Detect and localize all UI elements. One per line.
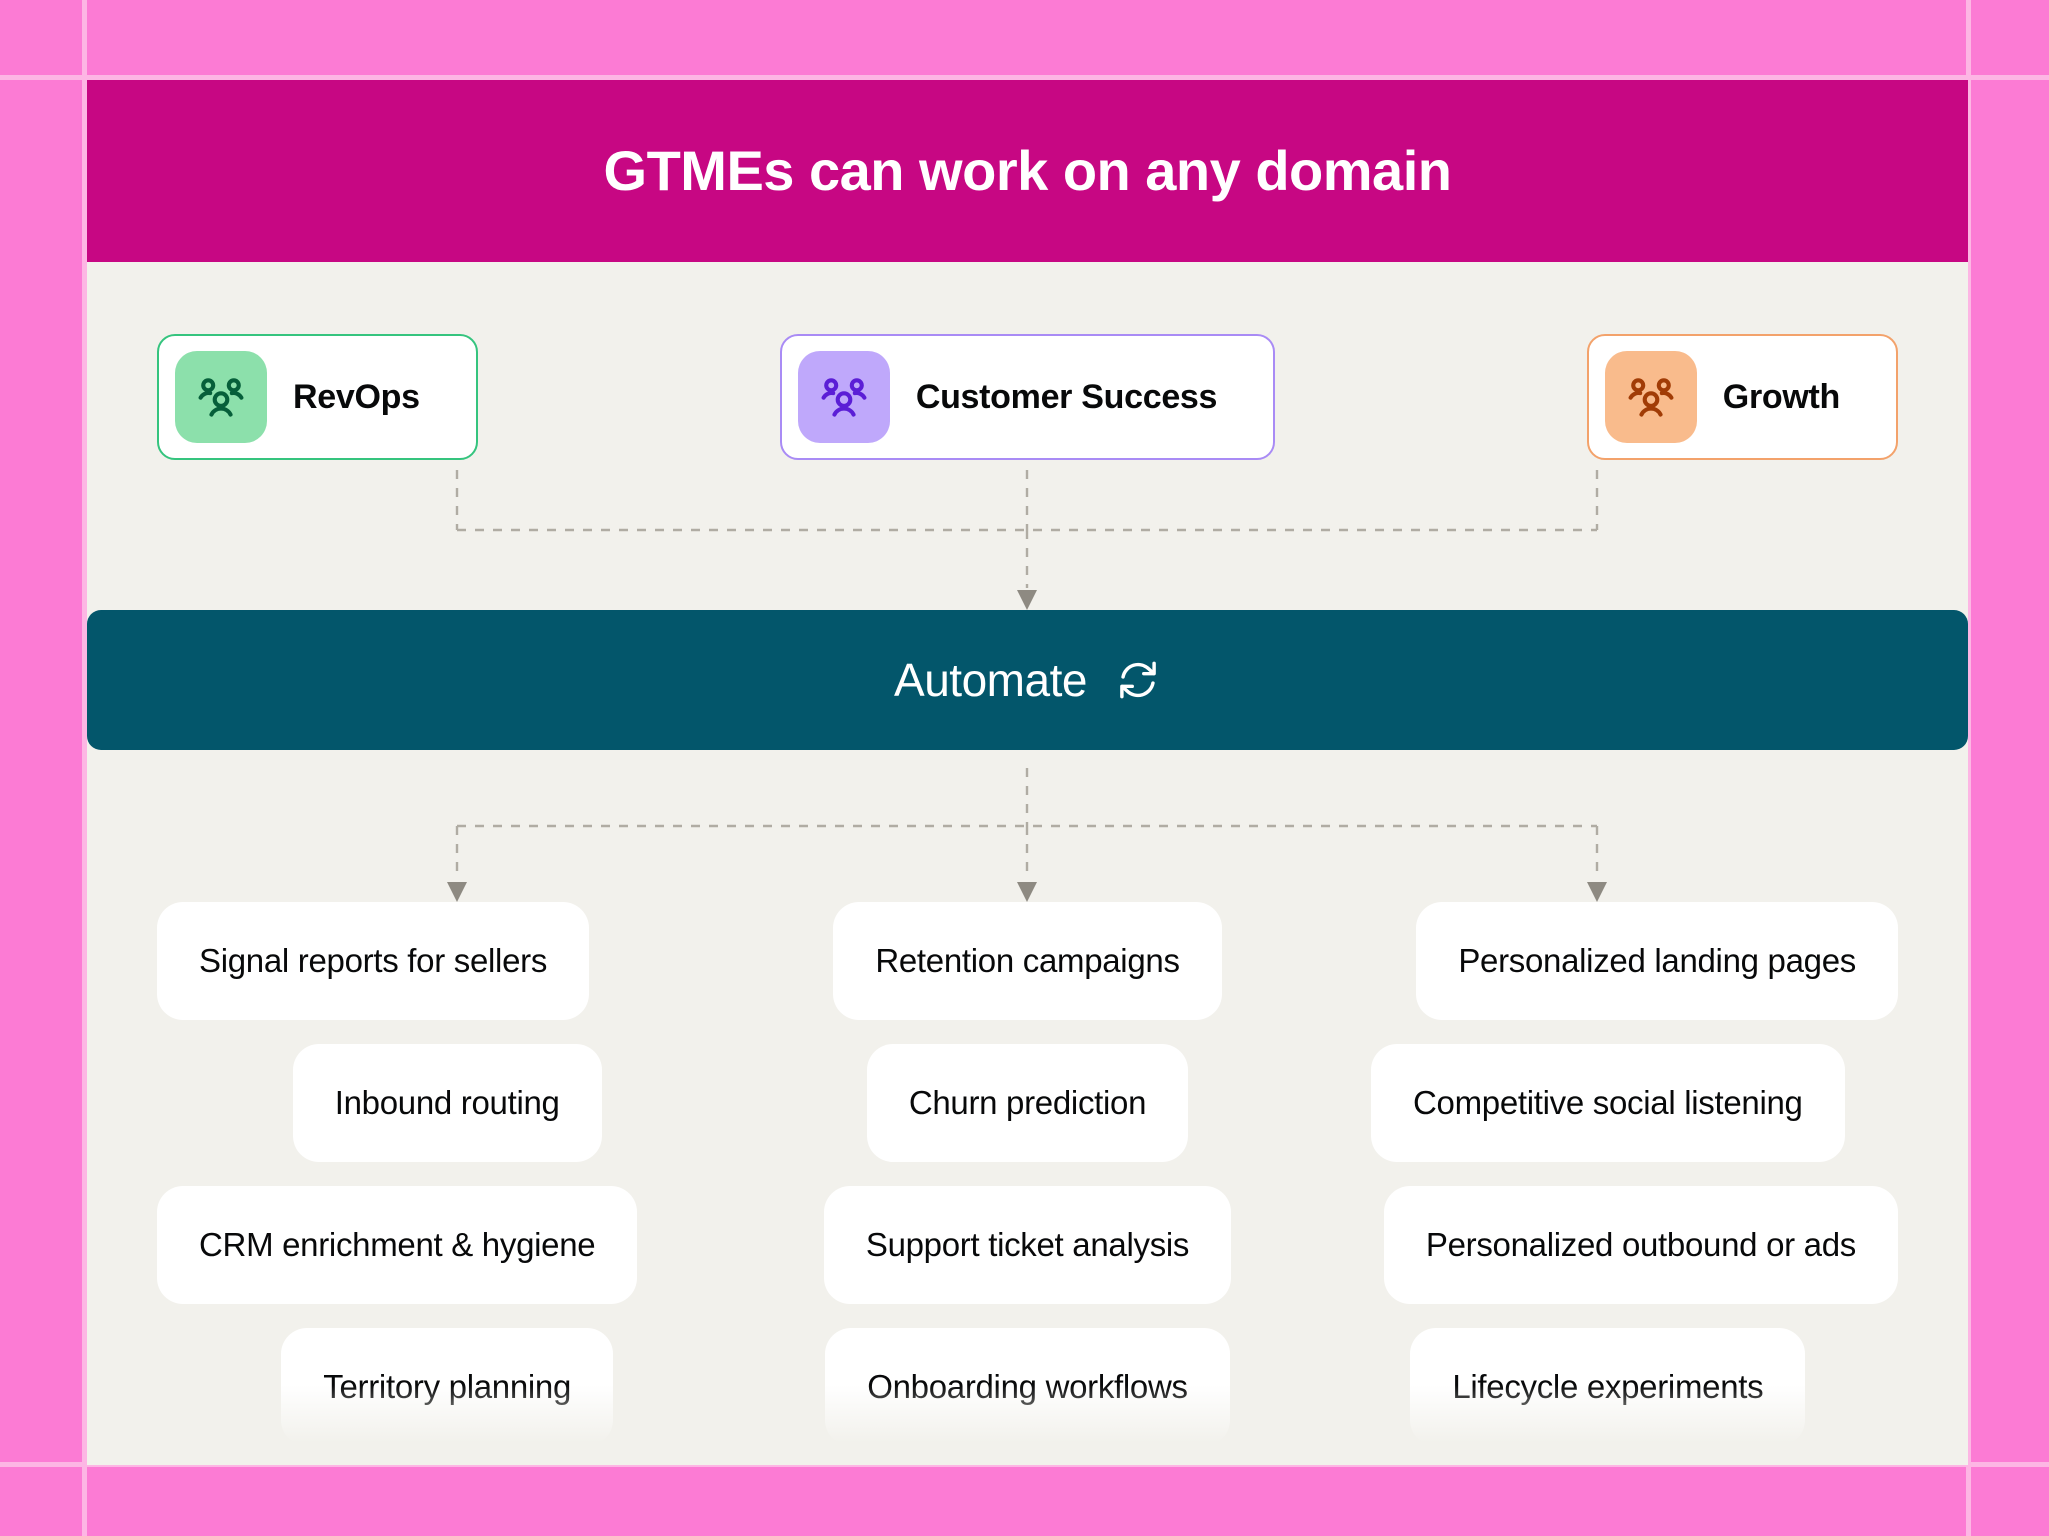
- gridline-horizontal-top: [0, 75, 2049, 80]
- output-card-label: Personalized outbound or ads: [1425, 1226, 1856, 1263]
- output-card[interactable]: Support ticket analysis: [823, 1186, 1232, 1304]
- output-card[interactable]: Personalized outbound or ads: [1383, 1186, 1898, 1304]
- domain-card-label: Customer Success: [915, 377, 1218, 416]
- output-card[interactable]: Inbound routing: [292, 1044, 602, 1162]
- output-card[interactable]: Onboarding workflows: [825, 1328, 1230, 1446]
- refresh-sync-icon: [1115, 657, 1161, 703]
- output-card[interactable]: Competitive social listening: [1371, 1044, 1845, 1162]
- gridline-vertical-right: [1966, 0, 1971, 1536]
- connector-automate-to-outputs: [447, 768, 1607, 902]
- users-three-icon: [797, 351, 890, 443]
- automate-bar[interactable]: Automate: [87, 610, 1968, 750]
- output-card-label: Territory planning: [323, 1368, 572, 1405]
- panel-header: GTMEs can work on any domain: [87, 80, 1968, 262]
- output-card[interactable]: Churn prediction: [866, 1044, 1189, 1162]
- output-card-label: Churn prediction: [908, 1084, 1147, 1121]
- domain-card-label: Growth: [1722, 377, 1840, 416]
- output-card[interactable]: CRM enrichment & hygiene: [157, 1186, 638, 1304]
- users-three-icon: [1604, 351, 1697, 443]
- output-card[interactable]: Territory planning: [281, 1328, 614, 1446]
- output-card[interactable]: Signal reports for sellers: [157, 902, 590, 1020]
- arrowhead-down-icon: [1017, 590, 1037, 610]
- gridline-vertical-left: [82, 0, 87, 1536]
- output-card[interactable]: Lifecycle experiments: [1410, 1328, 1806, 1446]
- output-card-label: Signal reports for sellers: [199, 942, 548, 979]
- output-card[interactable]: Retention campaigns: [833, 902, 1222, 1020]
- domain-card-row: RevOps Customer Suc: [157, 334, 1898, 460]
- domain-card-label: RevOps: [293, 377, 420, 416]
- domain-card-customer-success[interactable]: Customer Success: [779, 334, 1276, 460]
- output-card-label: Support ticket analysis: [865, 1226, 1190, 1263]
- users-three-icon: [175, 351, 267, 443]
- arrowhead-down-icon: [1587, 882, 1607, 902]
- domain-card-revops[interactable]: RevOps: [157, 334, 478, 460]
- automate-label: Automate: [894, 654, 1087, 706]
- outputs-grid: Signal reports for sellers Inbound routi…: [157, 902, 1898, 1465]
- output-card-label: CRM enrichment & hygiene: [199, 1226, 596, 1263]
- connector-domains-to-automate: [455, 470, 1599, 610]
- outputs-column-revops: Signal reports for sellers Inbound routi…: [157, 902, 737, 1465]
- panel-body: RevOps Customer Suc: [87, 262, 1968, 1465]
- output-card-label: Onboarding workflows: [867, 1368, 1188, 1405]
- output-card-label: Retention campaigns: [875, 942, 1180, 979]
- domain-column-customer-success: Customer Success: [737, 334, 1317, 460]
- output-card-label: Competitive social listening: [1413, 1084, 1803, 1121]
- arrowhead-down-icon: [1017, 882, 1037, 902]
- arrowhead-down-icon: [447, 882, 467, 902]
- output-card[interactable]: Personalized landing pages: [1416, 902, 1898, 1020]
- domain-column-revops: RevOps: [157, 334, 737, 460]
- page-title: GTMEs can work on any domain: [603, 139, 1452, 202]
- output-card-label: Lifecycle experiments: [1452, 1368, 1764, 1405]
- domain-card-growth[interactable]: Growth: [1586, 334, 1898, 460]
- outputs-column-customer-success: Retention campaigns Churn prediction Sup…: [737, 902, 1317, 1465]
- output-card-label: Personalized landing pages: [1458, 942, 1856, 979]
- outputs-column-growth: Personalized landing pages Competitive s…: [1318, 902, 1898, 1465]
- output-card-label: Inbound routing: [334, 1084, 560, 1121]
- domain-column-growth: Growth: [1318, 334, 1898, 460]
- content-panel: GTMEs can work on any domain: [87, 80, 1968, 1465]
